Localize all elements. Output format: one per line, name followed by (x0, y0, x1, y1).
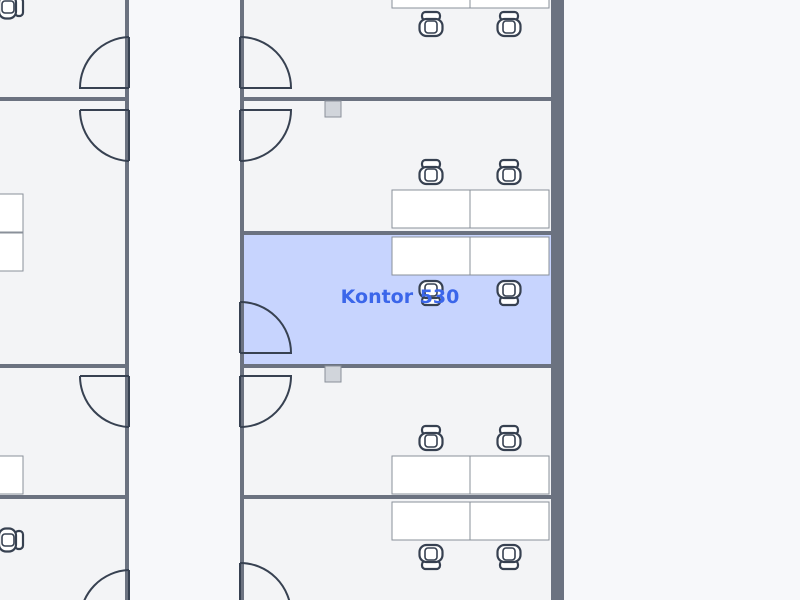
desk[interactable] (391, 236, 471, 276)
door-swing-icon (78, 375, 130, 428)
wall-vertical-mid (240, 0, 244, 600)
door-swing-icon (83, 569, 130, 600)
door-swing-icon (78, 36, 130, 89)
office-chair-icon[interactable] (418, 424, 444, 452)
office-chair-icon[interactable] (496, 158, 522, 186)
office-chair-icon[interactable] (496, 10, 522, 38)
desk[interactable] (0, 193, 24, 233)
wall-exterior (551, 0, 564, 600)
desk[interactable] (469, 0, 550, 9)
wall-right-1 (240, 97, 553, 101)
desk[interactable] (469, 455, 550, 495)
wall-right-3 (240, 364, 553, 368)
wall-left-3 (0, 495, 129, 499)
door-swing-icon (78, 109, 130, 162)
desk[interactable] (0, 455, 24, 495)
desk[interactable] (391, 455, 471, 495)
door-swing-icon (239, 36, 293, 89)
door-swing-icon (239, 562, 290, 600)
office-chair-icon[interactable] (418, 10, 444, 38)
office-chair-icon[interactable] (496, 424, 522, 452)
structural-column-icon (324, 100, 342, 118)
desks (0, 0, 550, 541)
door-swing-icon (239, 109, 293, 162)
desk[interactable] (391, 189, 471, 229)
door-swing-icon (239, 375, 293, 428)
office-chair-icon[interactable] (0, 527, 25, 553)
office-chair-icon[interactable] (496, 279, 522, 307)
wall-left-1 (0, 97, 129, 101)
office-chair-icon[interactable] (496, 543, 522, 571)
desk[interactable] (469, 501, 550, 541)
doors (78, 36, 293, 600)
desk[interactable] (391, 0, 471, 9)
wall-right-2 (240, 231, 553, 235)
office-chair-icon[interactable] (418, 543, 444, 571)
wall-vertical-left (125, 0, 129, 600)
office-chair-icon[interactable] (418, 158, 444, 186)
desk[interactable] (469, 236, 550, 276)
desk[interactable] (469, 189, 550, 229)
walls (0, 0, 564, 600)
structural-column-icon (324, 365, 342, 383)
office-chair-icon[interactable] (0, 0, 25, 20)
room-label-kontor-530: Kontor 530 (341, 286, 460, 308)
desk[interactable] (391, 501, 471, 541)
corridor (129, 0, 240, 600)
door-swing-icon (239, 301, 293, 354)
rooms-left-column (0, 0, 127, 600)
wall-right-4 (240, 495, 553, 499)
desk[interactable] (0, 232, 24, 272)
wall-left-2 (0, 364, 129, 368)
